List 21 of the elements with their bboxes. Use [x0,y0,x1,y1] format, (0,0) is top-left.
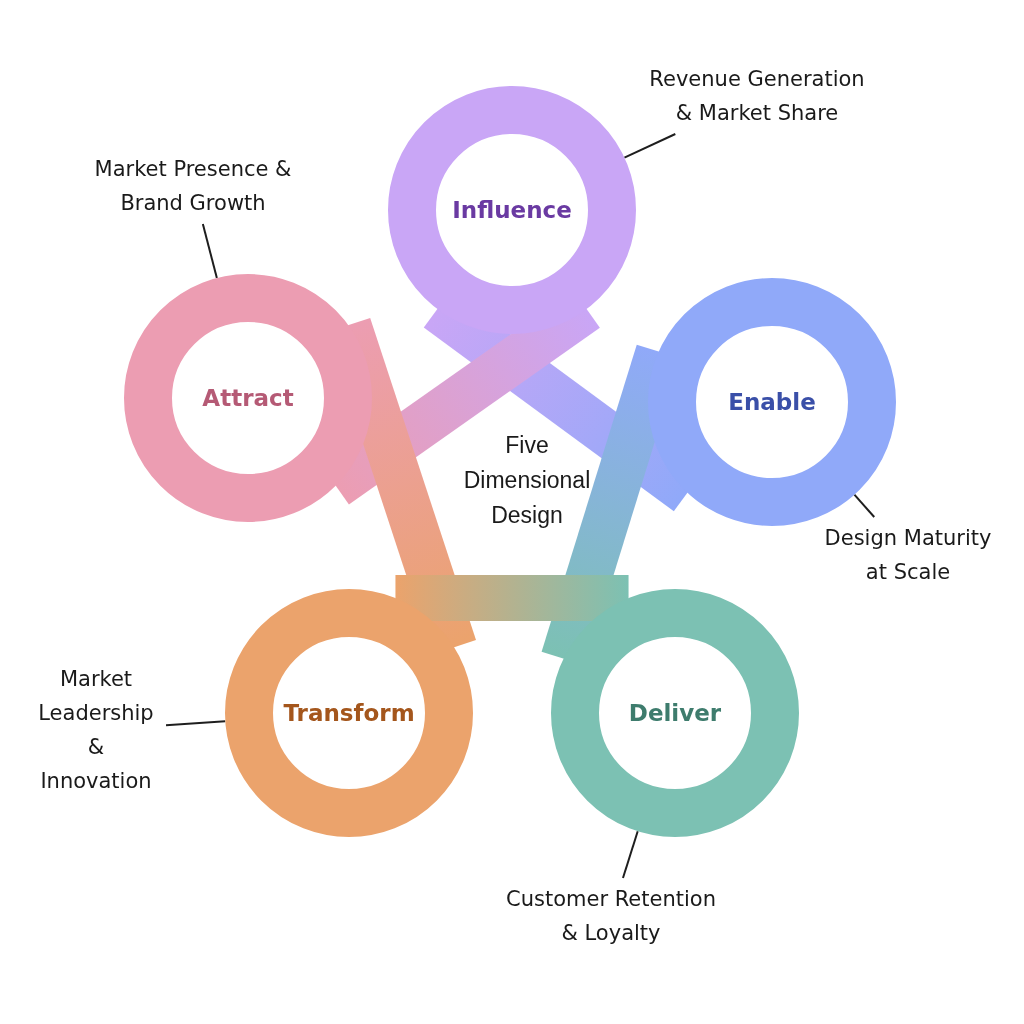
center-title: Five Dimensional Design [462,431,592,530]
callout-text: Market Leadership & Innovation [30,662,162,798]
callout-text: Market Presence & Brand Growth [88,152,298,220]
callout-text: Revenue Generation & Market Share [648,62,866,130]
loop-ring [124,274,372,522]
dimension-label: Attract [202,385,294,411]
dimension-label: Deliver [628,700,722,726]
leader-line [853,493,876,518]
leader-line [165,720,227,727]
dimension-label: Transform [283,700,415,726]
dimension-label: Enable [728,389,816,415]
leader-line [201,223,218,279]
loop-ring [648,278,896,526]
loop-ring [225,589,473,837]
callout-text: Customer Retention & Loyalty [496,882,726,950]
dimension-label: Influence [452,197,572,223]
loop-ring [388,86,636,334]
callout-text: Design Maturity at Scale [818,521,998,589]
loop-ring [551,589,799,837]
leader-line [622,830,639,879]
leader-line [623,133,677,159]
